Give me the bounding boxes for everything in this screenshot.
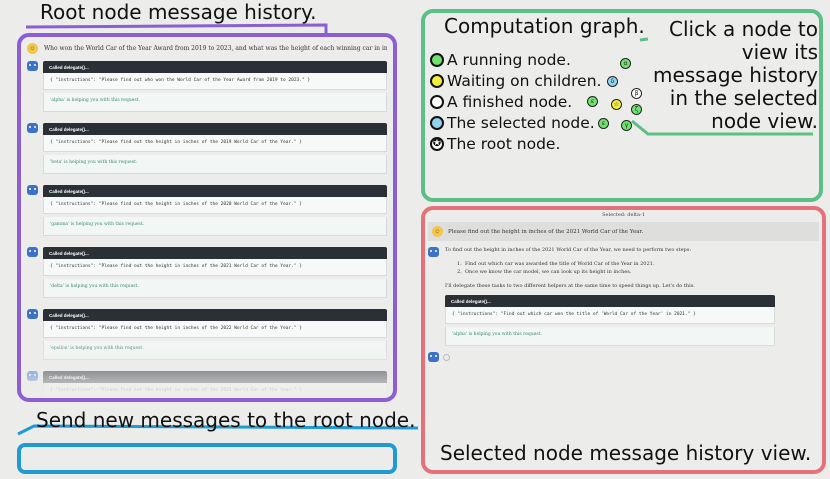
delegation-helper: 'delta' is helping you with this request… — [43, 279, 387, 298]
selected-question: Please find out the height in inches of … — [448, 228, 644, 235]
delegation-header[interactable]: Called delegate()... — [445, 295, 775, 307]
annotation-send-new: Send new messages to the root node. — [36, 408, 416, 432]
annotation-selected-history: Selected node message history view. — [440, 441, 812, 465]
response-outro: I'll delegate these tasks to two differe… — [445, 282, 695, 289]
delegation-code: { "instructions": "Please find out the h… — [43, 321, 387, 338]
annotation-computation-graph: Computation graph. — [444, 14, 645, 38]
bot-avatar-icon — [428, 352, 439, 362]
delegation-header[interactable]: Called delegate()... — [43, 309, 387, 321]
step-2-text: Once we know the car model, we can look … — [464, 269, 632, 275]
delegation-helper: 'gamma' is helping you with this request… — [43, 217, 387, 236]
annotation-click-node: Click a node to view its message history… — [653, 18, 818, 133]
root-question: Who won the World Car of the Year Award … — [44, 45, 387, 52]
annotation-root-history: Root node message history. — [40, 0, 317, 24]
graph-node[interactable]: ε — [598, 118, 609, 129]
legend-label: A finished node. — [447, 93, 573, 111]
graph-node[interactable]: ζ — [631, 104, 642, 115]
delegation-header[interactable]: Called delegate()... — [43, 185, 387, 197]
loading-spinner-icon — [443, 353, 450, 361]
delegation-code: { "instructions": "Find out which car wo… — [445, 307, 775, 324]
graph-legend: A running node. Waiting on children. A f… — [430, 51, 601, 153]
pending-response-row — [428, 352, 819, 362]
delegation-header[interactable]: Called delegate()... — [43, 123, 387, 135]
legend-label: Waiting on children. — [447, 72, 602, 90]
graph-node[interactable]: ☆ — [611, 99, 622, 110]
delegation-message: Called delegate()...{ "instructions": "P… — [21, 61, 393, 112]
legend-label: The selected node. — [447, 114, 595, 132]
bot-avatar-icon — [27, 309, 38, 319]
selected-node-frame — [421, 206, 826, 474]
delegation-message: Called delegate()...{ "instructions": "P… — [21, 247, 393, 298]
graph-node[interactable]: γ — [621, 120, 632, 131]
legend-waiting: Waiting on children. — [430, 72, 601, 90]
response-intro: To find out the height in inches of the … — [445, 247, 692, 253]
selected-delegation: Called delegate()... { "instructions": "… — [445, 295, 775, 346]
graph-node[interactable]: δ — [607, 76, 618, 87]
root-question-row: ☺ Who won the World Car of the Year Awar… — [21, 37, 393, 58]
bot-avatar-icon — [428, 247, 439, 257]
legend-finished: A finished node. — [430, 93, 601, 111]
click-node-line-1: Click a node to — [669, 17, 818, 41]
delegation-header[interactable]: Called delegate()... — [43, 247, 387, 259]
graph-node[interactable]: ε — [587, 96, 598, 107]
delegation-message: Called delegate()...{ "instructions": "P… — [21, 123, 393, 174]
click-node-line-5: node view. — [711, 109, 818, 133]
legend-selected: The selected node. — [430, 114, 601, 132]
waiting-node-icon — [430, 74, 444, 88]
delegation-helper: 'alpha' is helping you with this request… — [445, 327, 775, 346]
delegation-code: { "instructions": "Please find out the h… — [43, 135, 387, 152]
click-node-line-4: in the selected — [669, 86, 818, 110]
selected-node-icon — [430, 116, 444, 130]
user-avatar-icon: ☺ — [27, 43, 38, 54]
legend-label: A running node. — [447, 51, 571, 69]
graph-node[interactable]: α — [620, 58, 631, 69]
selected-node-title: Selected: delta-1 — [602, 212, 645, 218]
message-input[interactable] — [17, 443, 397, 474]
bot-avatar-icon — [27, 61, 38, 71]
response-step-1: 1. Find out which car was awarded the ti… — [457, 260, 655, 267]
delegation-code: { "instructions": "Please find out the h… — [43, 197, 387, 214]
root-history-frame — [17, 33, 397, 402]
delegation-message: Called delegate()...{ "instructions": "P… — [21, 185, 393, 236]
click-node-line-2: view its — [741, 40, 818, 64]
user-avatar-icon: ☺ — [432, 226, 443, 237]
bot-avatar-icon — [27, 185, 38, 195]
legend-label: The root node. — [447, 135, 561, 153]
legend-running: A running node. — [430, 51, 601, 69]
delegation-helper: 'beta' is helping you with this request. — [43, 155, 387, 174]
selected-question-row: ☺ Please find out the height in inches o… — [428, 222, 819, 241]
response-step-2: 2. Once we know the car model, we can lo… — [457, 269, 632, 275]
click-node-line-3: message history — [652, 63, 818, 87]
running-node-icon — [430, 53, 444, 67]
root-node-icon: ✪ — [430, 137, 444, 151]
step-1-text: Find out which car was awarded the title… — [464, 260, 655, 267]
bot-avatar-icon — [27, 123, 38, 133]
delegation-header[interactable]: Called delegate()... — [43, 61, 387, 73]
bot-avatar-icon — [27, 247, 38, 257]
legend-root: ✪ The root node. — [430, 135, 601, 153]
selected-node-panel[interactable]: Selected: delta-1 ☺ Please find out the … — [425, 210, 822, 470]
selected-response: To find out the height in inches of the … — [428, 247, 819, 346]
delegation-code: { "instructions": "Please find out the h… — [43, 259, 387, 276]
delegation-helper: 'alpha' is helping you with this request… — [43, 93, 387, 112]
computation-graph-frame — [421, 9, 823, 202]
finished-node-icon — [430, 95, 444, 109]
delegation-code: { "instructions": "Please find out who w… — [43, 73, 387, 90]
graph-node[interactable]: β — [631, 88, 642, 99]
